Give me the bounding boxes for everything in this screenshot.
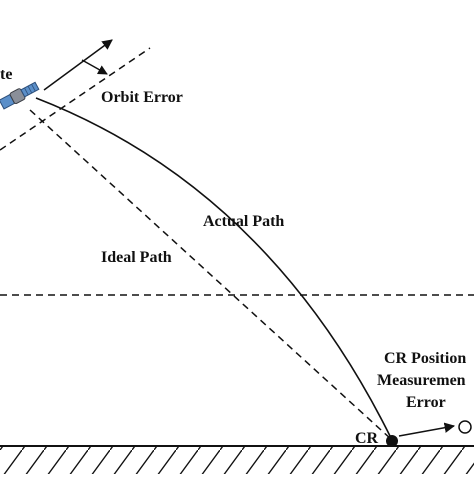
orbit-error-arrow xyxy=(81,59,108,75)
ground-hatching xyxy=(0,446,474,474)
corner-reflector-point xyxy=(386,435,398,447)
actual-path-curve xyxy=(35,97,393,441)
satellite-icon xyxy=(0,81,40,110)
satellite-label: te xyxy=(0,66,12,83)
cr-label: CR xyxy=(355,430,379,447)
actual-orbit-line xyxy=(0,47,151,151)
orbit-error-label: Orbit Error xyxy=(101,89,183,106)
ideal-path-label: Ideal Path xyxy=(101,249,172,266)
measured-position-point xyxy=(458,420,472,434)
ideal-orbit-line xyxy=(43,39,113,91)
cr-error-label-line3: Error xyxy=(406,394,446,411)
cr-error-label-line2: Measuremen xyxy=(377,372,466,389)
actual-path-label: Actual Path xyxy=(203,213,284,230)
cr-error-label-line1: CR Position xyxy=(384,350,466,367)
ideal-path-line xyxy=(29,109,393,441)
cr-error-arrow xyxy=(398,422,456,437)
